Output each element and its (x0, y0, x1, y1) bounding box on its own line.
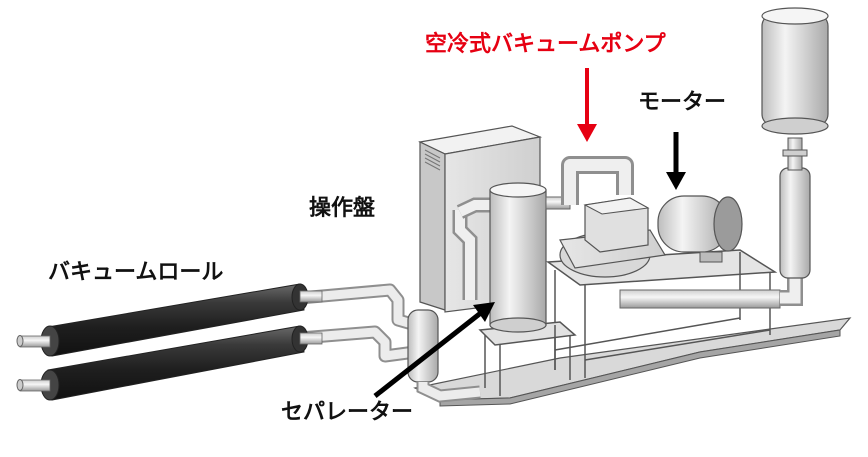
arrow-down-black-icon (666, 132, 686, 190)
vacuum-roll-label: バキュームロール (48, 260, 224, 285)
separator-tank (452, 182, 571, 333)
pump-piping (561, 156, 634, 205)
motor-label: モーター (638, 90, 727, 115)
discharge-pipe (619, 275, 803, 309)
control-panel-label: 操作盤 (309, 196, 376, 221)
vacuum-roll-upper (16, 283, 323, 357)
arrow-down-red-icon (577, 68, 597, 142)
motor (657, 195, 743, 263)
arrow-diagonal-black-icon (373, 302, 495, 398)
vacuum-roll-lower (16, 325, 323, 401)
exhaust-silencer (761, 7, 829, 279)
separator-label: セパレーター (281, 400, 414, 425)
vacuum-pump (559, 197, 666, 278)
pump-label: 空冷式バキュームポンプ (425, 32, 666, 57)
